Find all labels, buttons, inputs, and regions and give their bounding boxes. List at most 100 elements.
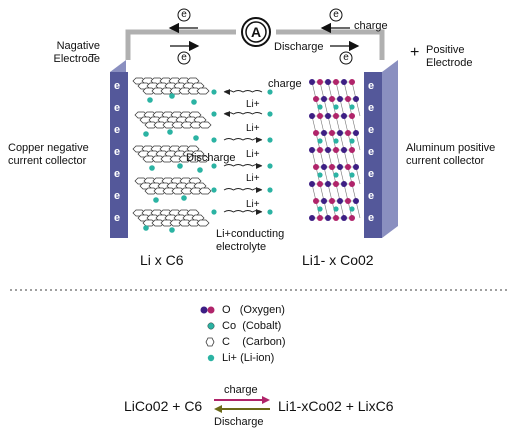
li-ion-dot [143, 225, 149, 231]
graphite-hexagon [162, 121, 176, 129]
graphite-hexagon [160, 155, 174, 163]
li-ion-dot [349, 172, 355, 178]
collector-electron-label: e [114, 146, 121, 158]
wire-electron-label-3: e [333, 9, 339, 20]
graphite-hexagon [169, 219, 183, 227]
oxygen-atom [309, 79, 315, 85]
collector-electron-label: e [368, 212, 375, 224]
cathode-formula: Li1- x Co02 [302, 252, 374, 268]
oxygen-atom [309, 147, 315, 153]
graphite-hexagon [151, 219, 165, 227]
wire-electron-icons [177, 8, 353, 65]
graphite-hexagon [196, 87, 210, 95]
li-ion-dot [211, 89, 217, 95]
cobalt-atom [329, 198, 335, 204]
cobalt-atom [345, 96, 351, 102]
li-ion-dot [333, 104, 339, 110]
oxygen-atom [337, 96, 343, 102]
legend-li-ion: Li+ (Li-ion) [222, 352, 275, 364]
wavy-arrow [223, 210, 263, 213]
oxygen-atom [341, 79, 347, 85]
cobalt-atom [333, 79, 339, 85]
li-ion-dot [169, 93, 175, 99]
graphite-hexagon [151, 87, 165, 95]
anode-formula: Li x C6 [140, 252, 184, 268]
oxygen-atom [353, 198, 359, 204]
li-ion-dot [333, 138, 339, 144]
li-ion-dot [349, 138, 355, 144]
cobalt-atom [317, 79, 323, 85]
graphite-hexagon [169, 155, 183, 163]
collector-electron-label: e [114, 80, 121, 92]
graphite-hexagon [178, 219, 192, 227]
collector-electron-label: e [368, 124, 375, 136]
li-ion-label: Li+ [246, 199, 260, 210]
li-ion-dot [211, 111, 217, 117]
oxygen-atom [309, 181, 315, 187]
collector-electron-label: e [368, 80, 375, 92]
legend-cobalt: Co (Cobalt) [222, 320, 282, 332]
li-ion-dot [181, 195, 187, 201]
electrolyte-discharge-label: Discharge [186, 152, 236, 164]
oxygen-atom [341, 113, 347, 119]
charge-top-label: charge [354, 20, 388, 32]
legend-carbon: C (Carbon) [222, 336, 286, 348]
ammeter-icon [241, 17, 271, 47]
electrolyte-label: Li+conducting electrolyte [216, 228, 285, 253]
graphite-hexagon [171, 187, 185, 195]
cobalt-atom [313, 198, 319, 204]
wavy-arrow [223, 164, 263, 167]
li-ion-dot [167, 129, 173, 135]
arrow-head [224, 111, 230, 117]
graphite-layers [132, 77, 212, 227]
oxygen-atom [321, 198, 327, 204]
legend-oxygen: O (Oxygen) [222, 304, 285, 316]
equation-left: LiCo02 + C6 [124, 398, 203, 414]
collector-electron-label: e [368, 146, 375, 158]
collector-electron-label: e [114, 190, 121, 202]
cobalt-icon [207, 322, 215, 330]
li-ion-dot [211, 163, 217, 169]
collector-electron-label: e [368, 190, 375, 202]
cobalt-atom [317, 113, 323, 119]
oxygen-atom [325, 147, 331, 153]
oxygen-atom [341, 181, 347, 187]
li-ion-dot [153, 197, 159, 203]
collector-electron-label: e [114, 124, 121, 136]
oxygen-atom [325, 215, 331, 221]
cobalt-atom [349, 147, 355, 153]
li-ion-dot [267, 187, 273, 193]
negative-electrode-label: Nagative Electrode [53, 40, 100, 65]
oxygen-atom [353, 164, 359, 170]
graphite-hexagon [142, 87, 156, 95]
graphite-hexagon [171, 121, 185, 129]
li-ion-dot [349, 206, 355, 212]
arrow-head [256, 137, 262, 143]
oxygen-atom [353, 96, 359, 102]
cobalt-atom [333, 147, 339, 153]
graphite-hexagon [151, 155, 165, 163]
cobalt-atom [349, 181, 355, 187]
oxygen-atom [341, 147, 347, 153]
electrolyte-ions [211, 89, 273, 215]
li-ion-dot [211, 209, 217, 215]
graphite-hexagon [178, 87, 192, 95]
graphite-hexagon [180, 121, 194, 129]
wire-electron-label-1: e [181, 9, 187, 20]
wavy-arrow [223, 188, 263, 191]
li-ion-label: Li+ [246, 173, 260, 184]
graphite-hexagon [189, 121, 203, 129]
wavy-arrow [223, 112, 263, 115]
graphite-hexagon [187, 87, 201, 95]
graphite-hexagon [160, 219, 174, 227]
oxygen-atom [309, 113, 315, 119]
wavy-arrow [223, 138, 263, 141]
wire-electron-label-2: e [181, 52, 187, 63]
equation-arrows [214, 396, 270, 413]
li-ion-dot [211, 137, 217, 143]
li-ion-dot [191, 99, 197, 105]
graphite-hexagon [180, 187, 194, 195]
oxygen-atom [325, 79, 331, 85]
cobalt-atom [333, 181, 339, 187]
graphite-hexagon [169, 87, 183, 95]
